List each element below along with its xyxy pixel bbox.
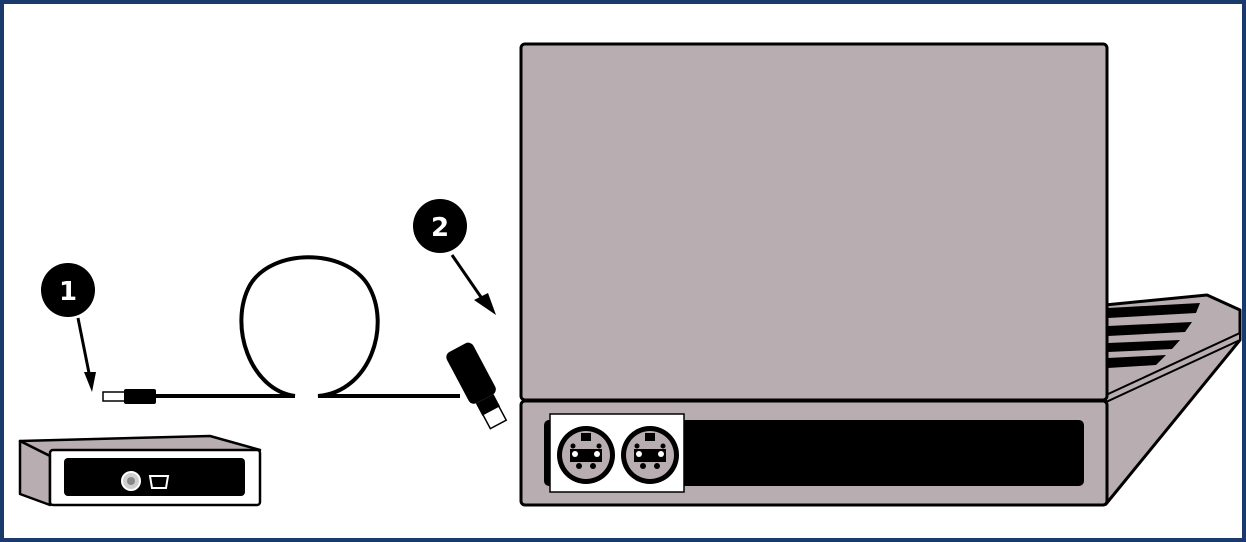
computer [519,42,1242,507]
usb-cable-icon [102,255,508,430]
device [18,434,262,507]
mini-usb-port-icon [148,475,170,489]
step-number-2: 2 [431,213,449,243]
step-number-1: 1 [59,277,77,307]
ps2-port-icon [621,426,679,484]
computer-back-panel [519,42,1109,402]
computer-vents [1108,303,1200,368]
power-jack-icon [121,471,141,491]
step-marker-1: 1 [41,263,96,392]
ps2-port-icon [557,426,615,484]
step-marker-2: 2 [413,199,496,315]
